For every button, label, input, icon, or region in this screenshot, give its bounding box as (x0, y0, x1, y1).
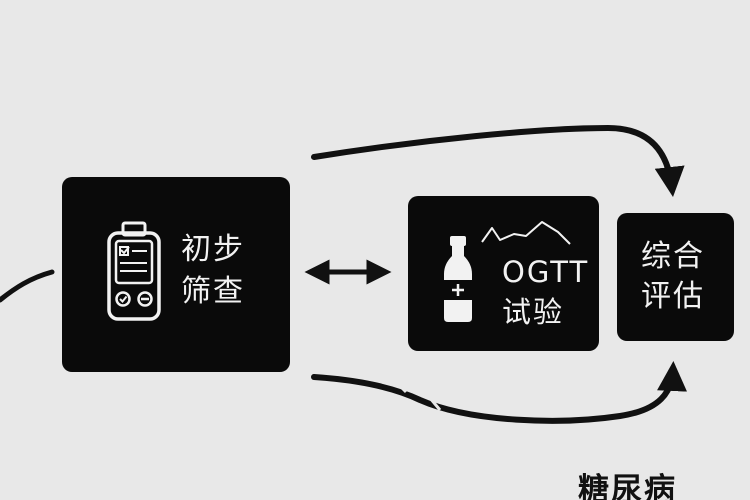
glucose-meter-icon (107, 221, 161, 321)
bottom-caption: 糖尿病 (578, 472, 677, 500)
bottom-arrow-break-mark (396, 382, 442, 411)
curve-graph-icon (481, 221, 571, 245)
screening-label: 初步 筛查 (181, 232, 245, 309)
node-initial-screening: 初步 筛查 (62, 177, 290, 372)
assessment-label: 综合 评估 (641, 239, 705, 314)
node-comprehensive-assessment: 综合 评估 (617, 213, 734, 341)
ogtt-label: OGTT 试验 (502, 255, 590, 329)
bottle-icon (444, 236, 472, 322)
top-arrow (311, 124, 685, 197)
node-ogtt-test: OGTT 试验 (408, 196, 599, 351)
left-entry-line (0, 269, 55, 303)
bottom-arrow (311, 361, 688, 424)
